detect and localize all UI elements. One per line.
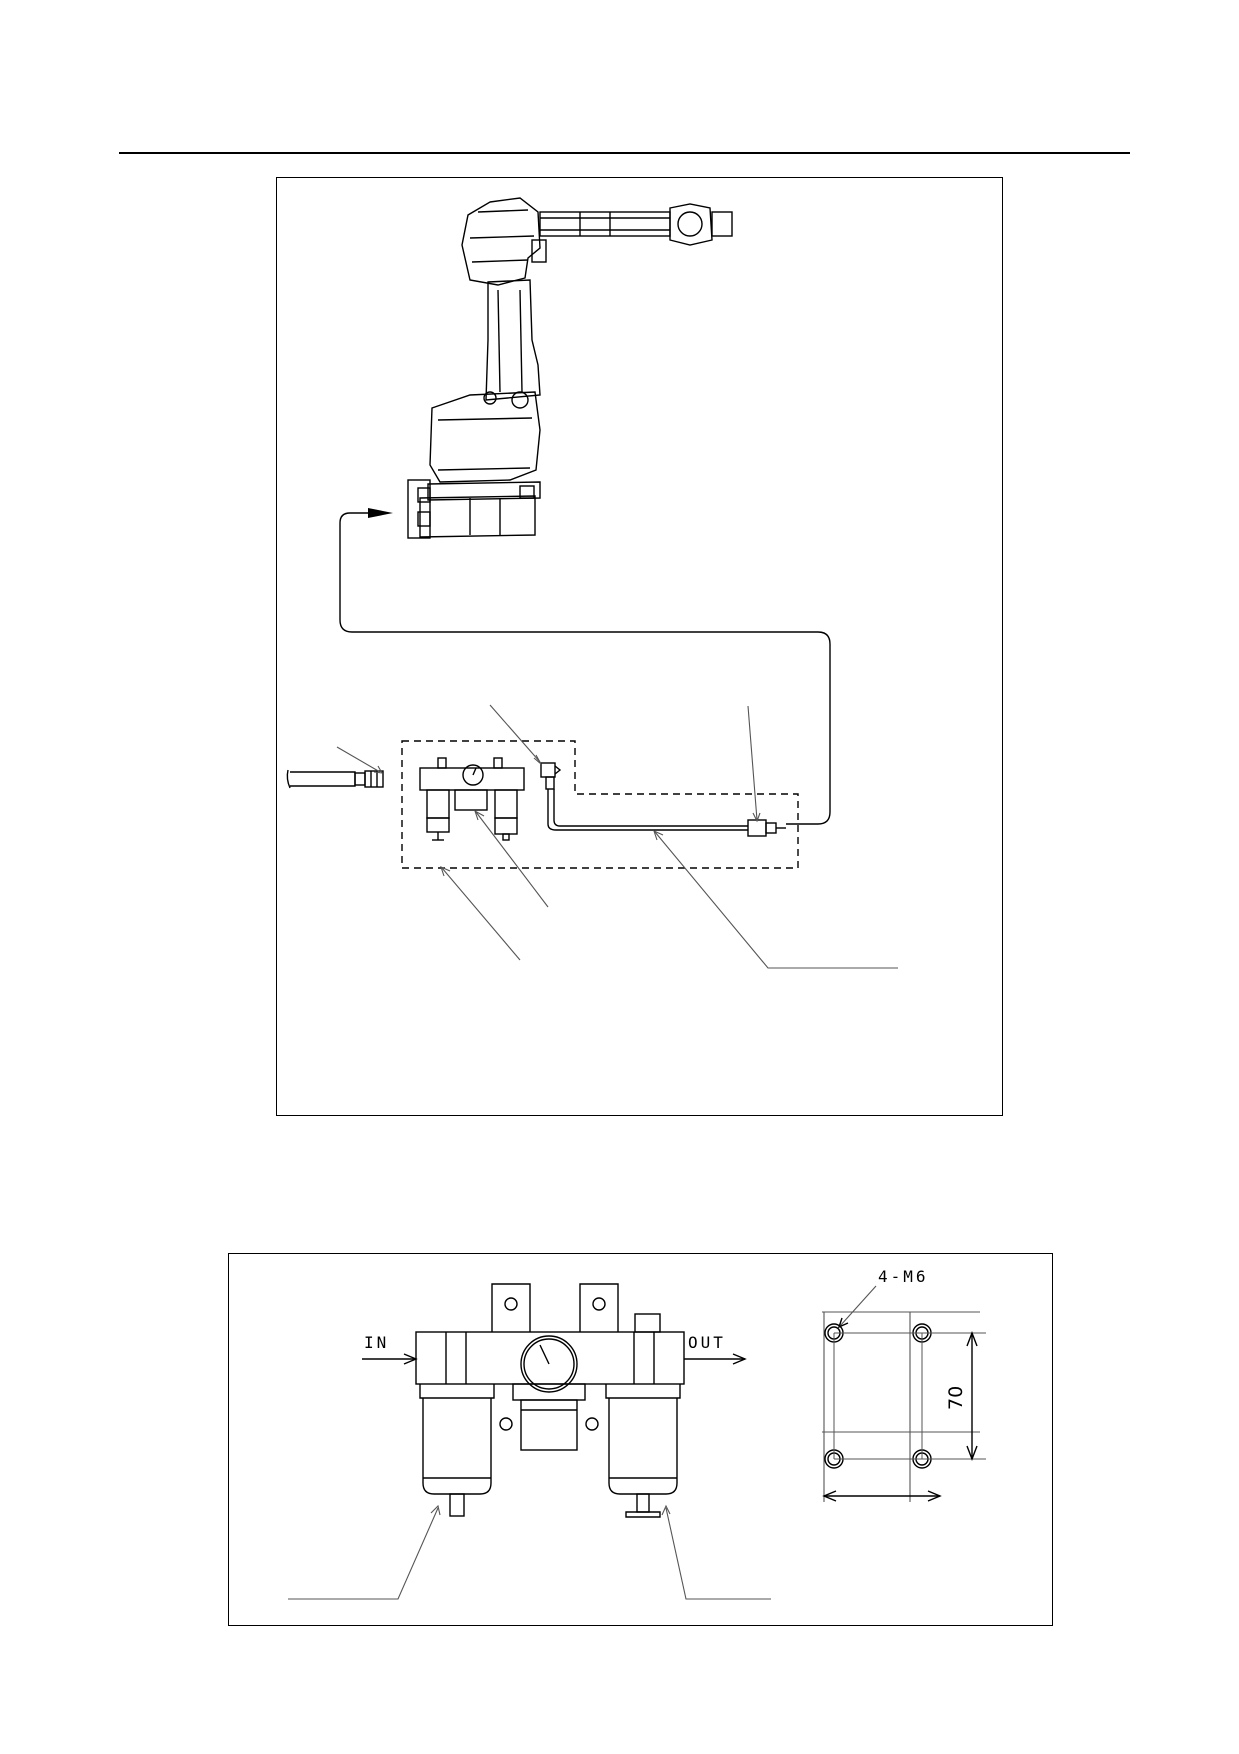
robot-arm-icon: [407, 197, 733, 539]
system-diagram-frame: [276, 177, 1003, 1116]
filter-bowl-icon: [419, 1384, 495, 1517]
mounting-hole-pattern: [822, 1285, 986, 1502]
hole-pitch-dimension: 70: [945, 1386, 967, 1410]
inlet-arrow: [368, 508, 393, 518]
frl-unit-detail: [362, 1283, 747, 1518]
outlet-label: OUT: [688, 1333, 726, 1352]
solenoid-valve-icon: [747, 819, 786, 837]
page-header-rule: [119, 152, 1130, 154]
elbow-fitting-icon: [540, 762, 562, 790]
mount-holes-label: 4-M6: [878, 1267, 929, 1286]
frl-unit-detail-frame: [228, 1253, 1053, 1626]
lubricator-bowl-icon: [605, 1384, 681, 1518]
frl-unit-small: [419, 757, 525, 841]
inlet-label: IN: [364, 1333, 389, 1352]
frl-dashed-boundary: [401, 740, 799, 869]
air-hose-route: [339, 512, 831, 825]
pressure-gauge-icon: [520, 1335, 578, 1393]
hose-coupler-icon: [286, 769, 384, 789]
